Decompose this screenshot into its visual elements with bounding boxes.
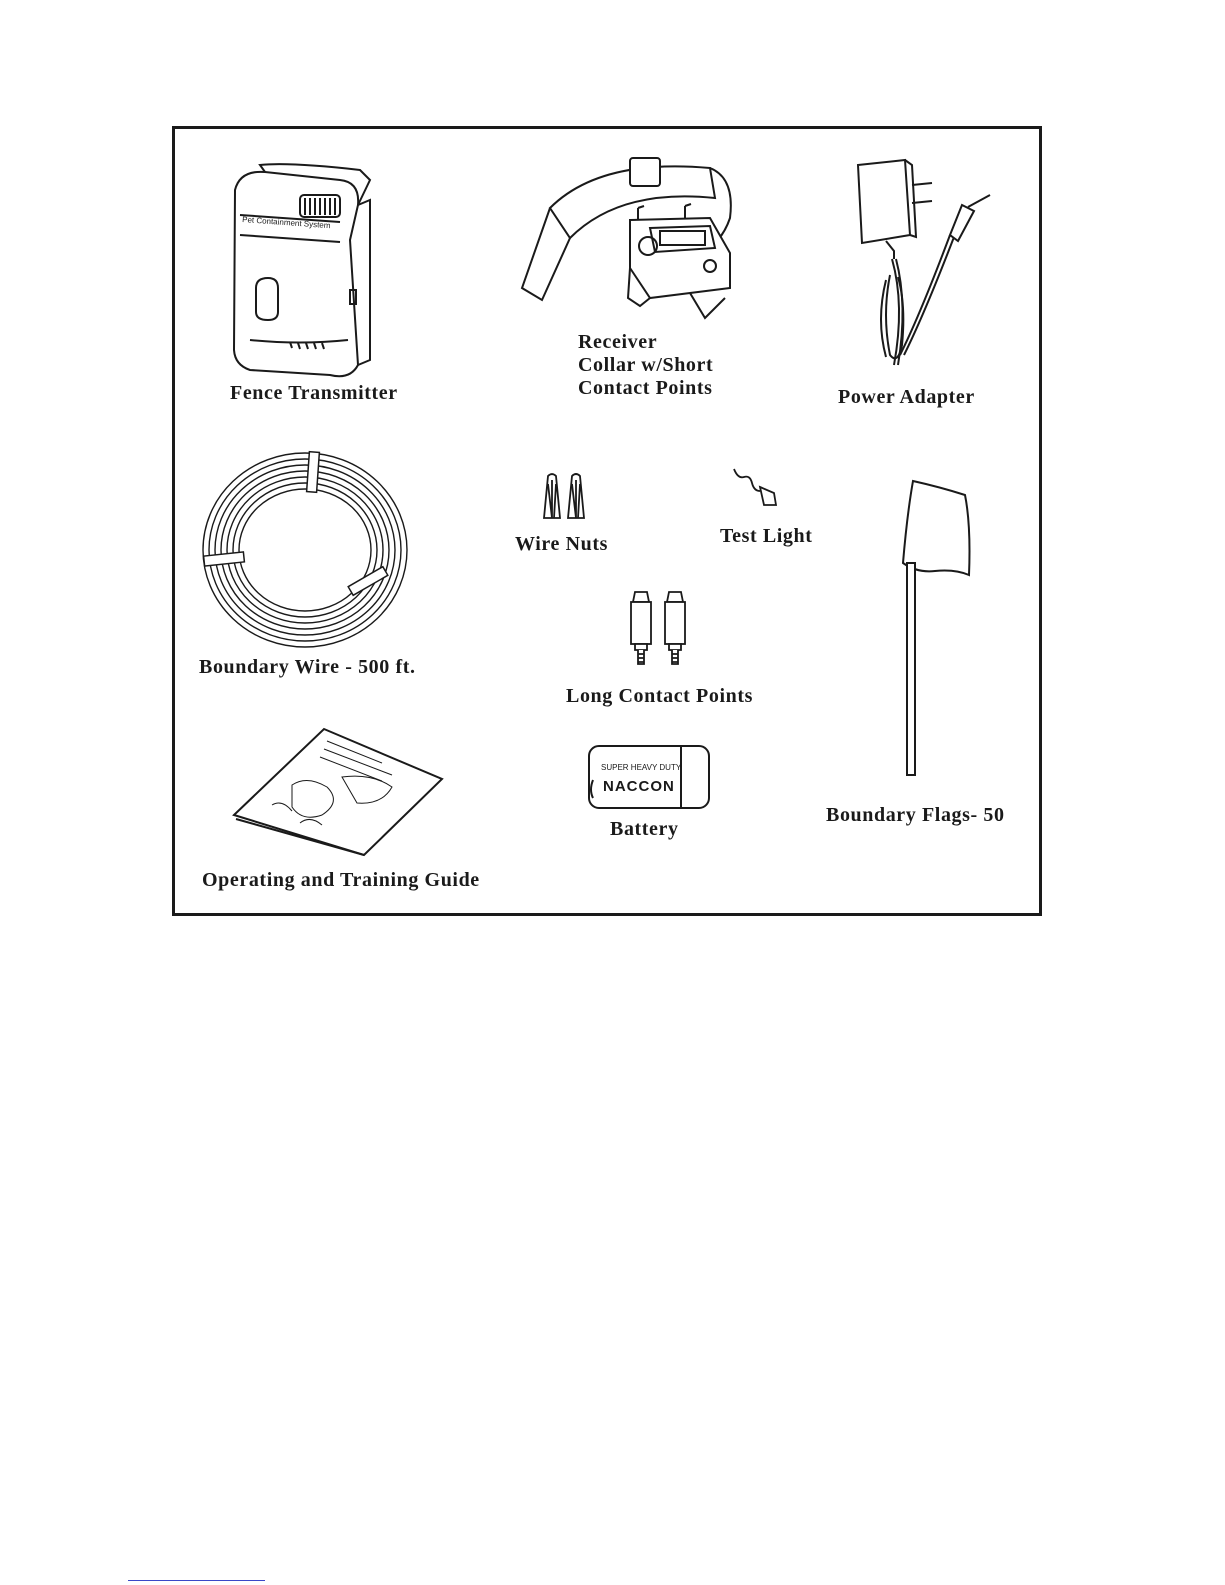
contact-point-icon <box>625 588 695 668</box>
fence-transmitter-label: Fence Transmitter <box>230 381 398 405</box>
wire-nuts-label: Wire Nuts <box>515 532 608 556</box>
long-contact-points-label: Long Contact Points <box>566 684 753 708</box>
test-light-icon <box>730 465 785 510</box>
footer-rule <box>128 1580 265 1581</box>
battery-label: Battery <box>610 817 679 841</box>
battery-icon: SUPER HEAVY DUTY NACCON <box>585 740 713 815</box>
boundary-wire-label: Boundary Wire - 500 ft. <box>199 655 416 679</box>
power-adapter-label: Power Adapter <box>838 385 975 409</box>
receiver-collar-line-3: Contact Points <box>578 376 713 400</box>
receiver-collar-line-2: Collar w/Short <box>578 353 713 377</box>
battery-top-print: SUPER HEAVY DUTY <box>601 763 682 772</box>
test-light-label: Test Light <box>720 524 813 548</box>
wire-nut-icon <box>540 470 590 522</box>
fence-transmitter-icon: Pet Containment System <box>220 160 380 390</box>
operating-guide-label: Operating and Training Guide <box>202 868 480 892</box>
receiver-collar-line-1: Receiver <box>578 330 657 354</box>
boundary-flags-label: Boundary Flags- 50 <box>826 803 1005 827</box>
flag-icon <box>895 475 980 780</box>
wire-coil-icon <box>198 448 413 653</box>
booklet-icon <box>232 727 444 857</box>
power-adapter-icon <box>850 155 1000 375</box>
receiver-collar-icon <box>510 148 750 323</box>
battery-brand-print: NACCON <box>603 778 675 795</box>
